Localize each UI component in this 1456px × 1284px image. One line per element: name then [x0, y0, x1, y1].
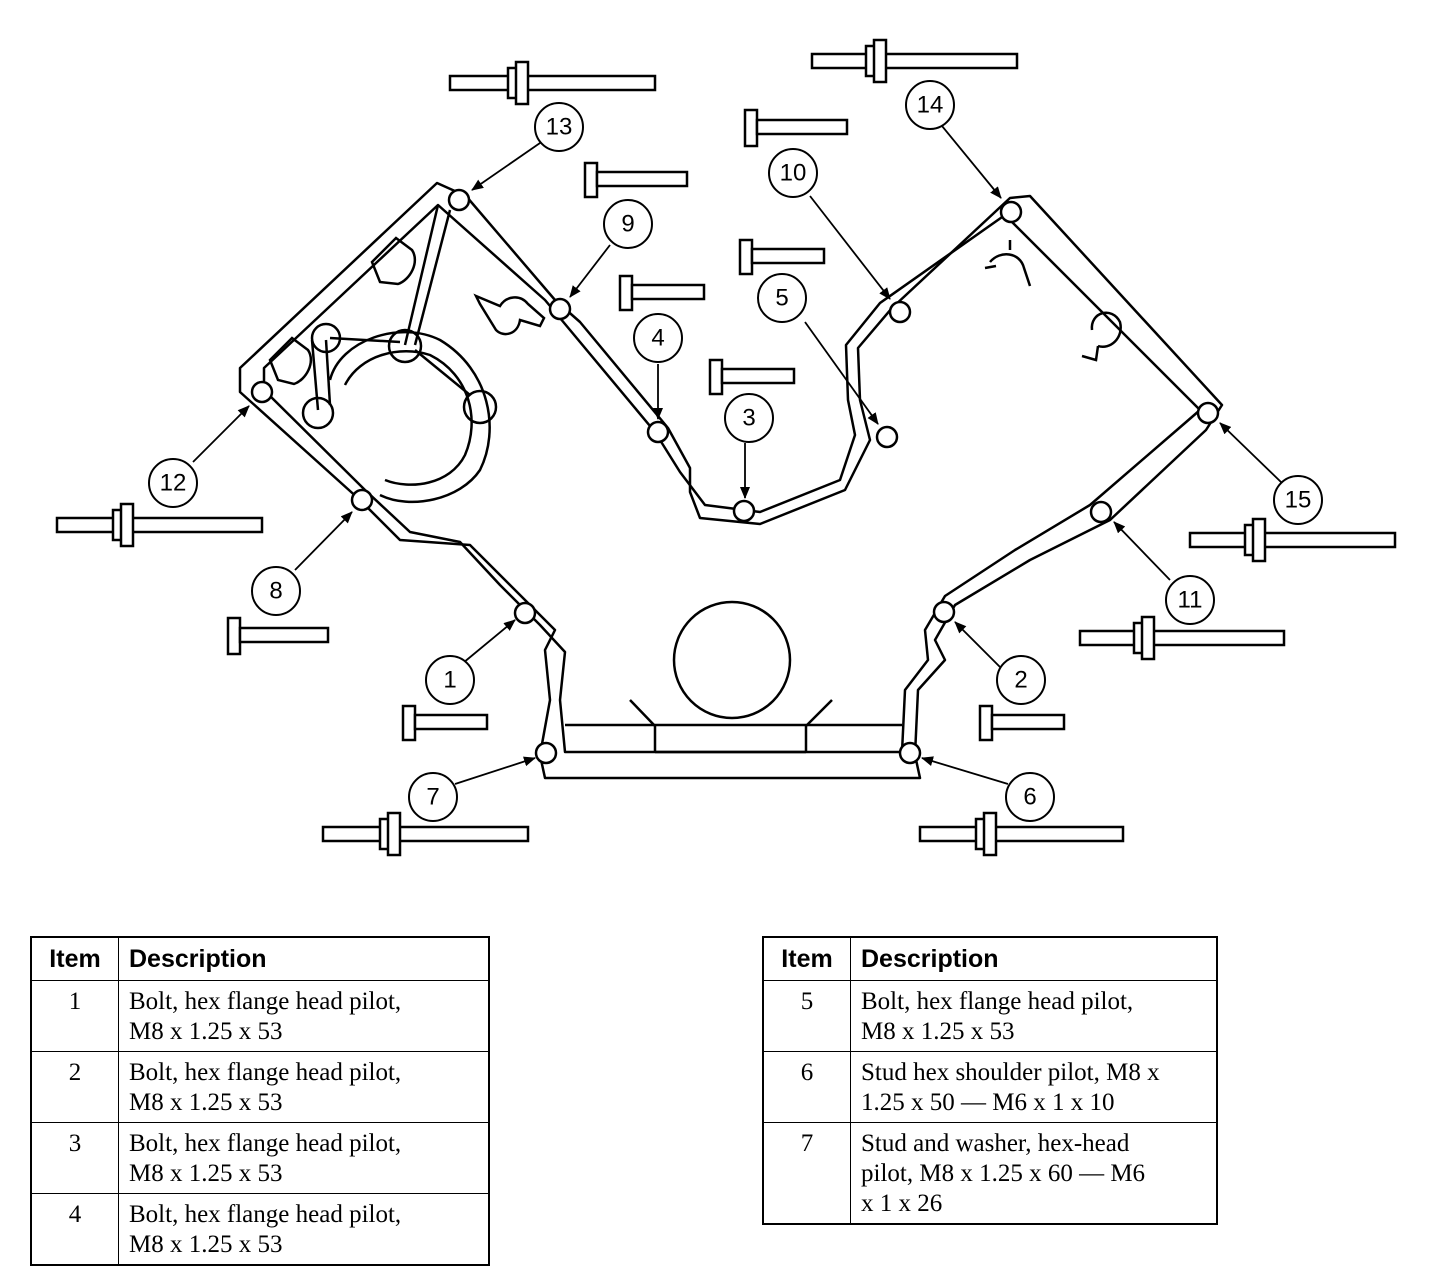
callout-6: 6	[1023, 784, 1036, 811]
callout-14: 14	[917, 92, 944, 119]
callout-8: 8	[269, 578, 282, 605]
item-number: 5	[762, 980, 851, 1052]
callout-4: 4	[651, 325, 664, 352]
table-row: 4 Bolt, hex flange head pilot,M8 x 1.25 …	[30, 1193, 490, 1266]
bolt-icon-1	[401, 704, 489, 742]
item-column-header: Item	[762, 936, 851, 981]
stud-icon-12	[55, 502, 264, 548]
bolt-icon-9	[583, 161, 689, 199]
table-header-row: Item Description	[762, 936, 1218, 981]
parts-table-right: Item Description 5 Bolt, hex flange head…	[762, 936, 1218, 1225]
callout-2: 2	[1014, 667, 1027, 694]
callout-13: 13	[546, 114, 573, 141]
item-number: 3	[30, 1122, 119, 1194]
table-row: 1 Bolt, hex flange head pilot,M8 x 1.25 …	[30, 980, 490, 1052]
front-cover-bolt-diagram: 1 2 3 4 5 6 7 8 9 10 11 12 13 14 15	[55, 38, 1397, 857]
bolt-icon-4	[618, 274, 706, 312]
stud-icon-7	[321, 811, 530, 857]
callout-labels: 1 2 3 4 5 6 7 8 9 10 11 12 13 14 15	[160, 92, 1312, 811]
item-description: Bolt, hex flange head pilot,M8 x 1.25 x …	[118, 1122, 490, 1194]
bolt-icon-8	[226, 616, 330, 656]
item-number: 6	[762, 1051, 851, 1123]
item-description: Bolt, hex flange head pilot,M8 x 1.25 x …	[118, 980, 490, 1052]
description-column-header: Description	[118, 936, 490, 981]
description-column-header: Description	[850, 936, 1218, 981]
item-column-header: Item	[30, 936, 119, 981]
callout-1: 1	[443, 667, 456, 694]
item-number: 4	[30, 1193, 119, 1266]
front-cover-outline	[238, 181, 1224, 780]
item-number: 2	[30, 1051, 119, 1123]
item-description: Bolt, hex flange head pilot,M8 x 1.25 x …	[118, 1193, 490, 1266]
callout-15: 15	[1285, 487, 1312, 514]
stud-icon-15	[1188, 517, 1397, 563]
bolt-icon-5	[738, 238, 826, 276]
leader-arrows	[192, 125, 1283, 785]
table-row: 2 Bolt, hex flange head pilot,M8 x 1.25 …	[30, 1051, 490, 1123]
stud-icon-14	[810, 38, 1019, 84]
item-description: Bolt, hex flange head pilot,M8 x 1.25 x …	[850, 980, 1218, 1052]
callout-5: 5	[775, 285, 788, 312]
table-row: 3 Bolt, hex flange head pilot,M8 x 1.25 …	[30, 1122, 490, 1194]
table-header-row: Item Description	[30, 936, 490, 981]
stud-icon-6	[918, 811, 1125, 857]
bolt-holes	[250, 188, 1220, 765]
bolt-icon-3	[708, 358, 796, 396]
callout-7: 7	[426, 784, 439, 811]
callout-balloons	[148, 80, 1323, 822]
table-row: 5 Bolt, hex flange head pilot,M8 x 1.25 …	[762, 980, 1218, 1052]
fasteners	[55, 38, 1397, 857]
callout-12: 12	[160, 470, 187, 497]
stud-icon-11	[1078, 615, 1286, 661]
callout-11: 11	[1178, 587, 1203, 614]
item-description: Bolt, hex flange head pilot,M8 x 1.25 x …	[118, 1051, 490, 1123]
item-number: 7	[762, 1122, 851, 1225]
callout-9: 9	[621, 211, 634, 238]
callout-3: 3	[742, 405, 755, 432]
callout-10: 10	[780, 160, 807, 187]
bolt-icon-2	[978, 704, 1066, 742]
cover-internal-features	[268, 204, 1122, 720]
parts-table-left: Item Description 1 Bolt, hex flange head…	[30, 936, 490, 1266]
stud-icon-13	[448, 60, 657, 106]
item-number: 1	[30, 980, 119, 1052]
bolt-icon-10	[743, 108, 849, 148]
